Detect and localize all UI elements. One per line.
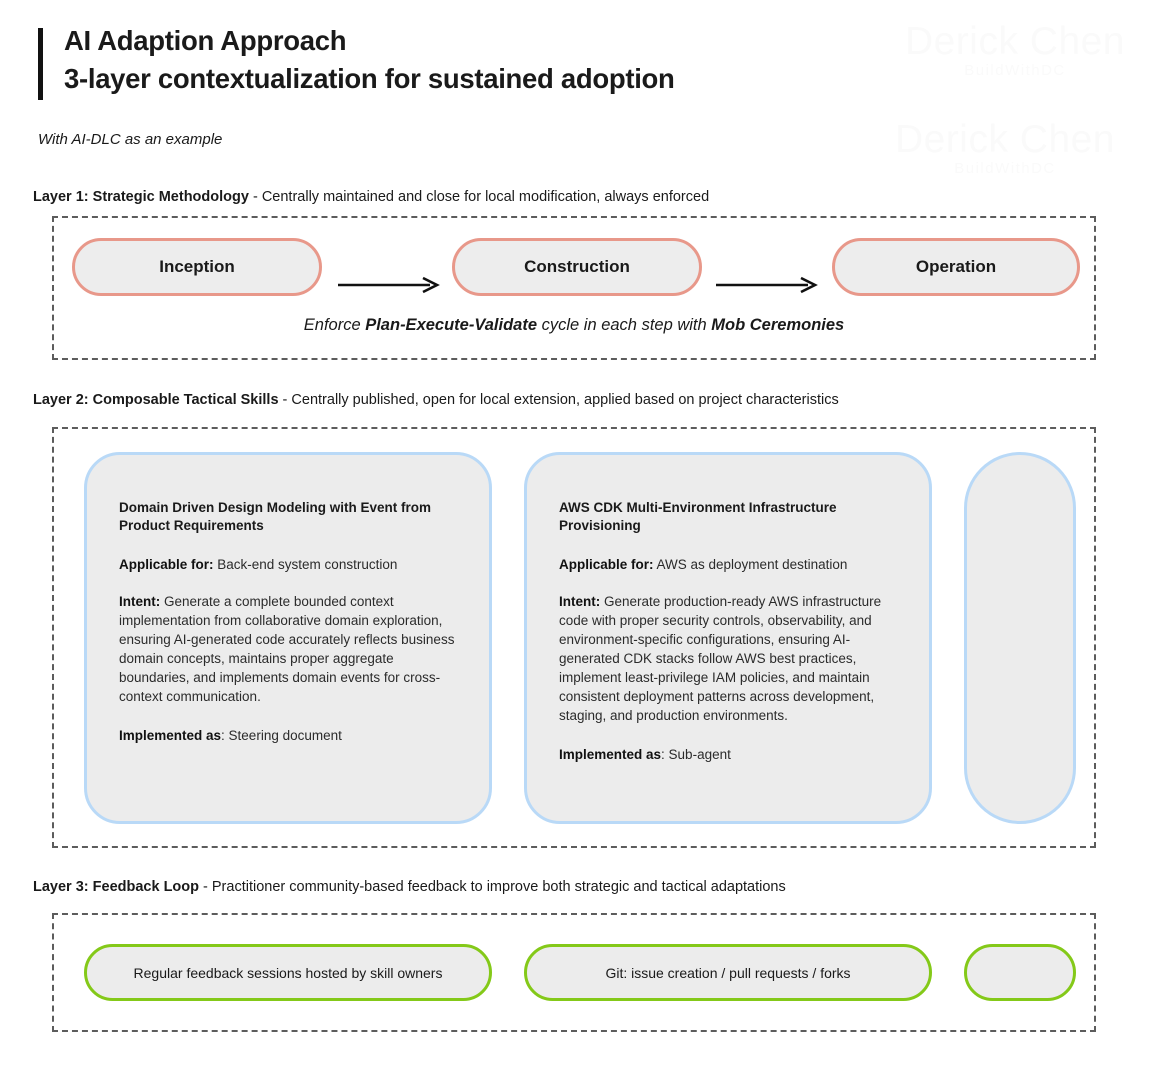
stage-pill-label: Operation [915, 257, 997, 276]
layer-3-header-desc: - Practitioner community-based feedback … [199, 879, 786, 895]
skill-card-applicable-label: Applicable for: [559, 557, 654, 572]
skill-card-intent-value: Generate production-ready AWS infrastruc… [559, 594, 882, 723]
skill-card-applicable: Applicable for: AWS as deployment destin… [559, 555, 903, 574]
skill-card-applicable-value: AWS as deployment destination [653, 557, 848, 572]
skill-card-implemented-value: : Sub-agent [661, 747, 731, 762]
page-header: AI Adaption Approach 3-layer contextuali… [38, 22, 675, 100]
flow-arrow-right-icon [716, 276, 818, 294]
subtitle-note: With AI-DLC as an example [38, 131, 223, 148]
skill-card-implemented-value: : Steering document [221, 728, 342, 743]
skill-card-placeholder[interactable] [964, 452, 1076, 824]
page-title-line-1: AI Adaption Approach [64, 25, 347, 56]
layer-3-header: Layer 3: Feedback Loop - Practitioner co… [33, 879, 786, 895]
layer-1-container [52, 216, 1096, 360]
stage-pill-label: Inception [159, 257, 235, 276]
layer-3-header-label: Layer 3: Feedback Loop [33, 879, 199, 895]
skill-card-implemented: Implemented as: Steering document [119, 726, 463, 745]
header-accent-bar [38, 28, 43, 100]
layer-3-container [52, 913, 1096, 1032]
feedback-pill[interactable]: Git: issue creation / pull requests / fo… [524, 944, 932, 1001]
skill-card-intent: Intent: Generate a complete bounded cont… [119, 592, 463, 706]
layer-2-header-label: Layer 2: Composable Tactical Skills [33, 392, 279, 408]
skill-card-applicable-value: Back-end system construction [213, 557, 398, 572]
layer-1-header-label: Layer 1: Strategic Methodology [33, 189, 249, 205]
skill-card-implemented: Implemented as: Sub-agent [559, 745, 903, 764]
stage-pill-operation[interactable]: Operation [832, 238, 1080, 296]
layer-1-header: Layer 1: Strategic Methodology - Central… [33, 189, 709, 205]
skill-card-intent-value: Generate a complete bounded context impl… [119, 594, 455, 704]
caption-part-1: Enforce [303, 316, 366, 334]
layer-2-header-desc: - Centrally published, open for local ex… [278, 392, 839, 408]
skill-card[interactable]: AWS CDK Multi-Environment Infrastructure… [524, 452, 932, 824]
watermark-top: Derick Chen BuildWithDC [890, 20, 1140, 79]
caption-part-2: cycle in each step with [537, 316, 712, 334]
watermark-second: Derick Chen BuildWithDC [880, 118, 1130, 177]
skill-card[interactable]: Domain Driven Design Modeling with Event… [84, 452, 492, 824]
watermark-name: Derick Chen [894, 118, 1116, 161]
watermark-subtitle: BuildWithDC [964, 61, 1066, 79]
skill-card-intent-label: Intent: [559, 594, 601, 609]
skill-card-intent-label: Intent: [119, 594, 161, 609]
feedback-pill-label: Regular feedback sessions hosted by skil… [133, 964, 443, 981]
layer-2-container [52, 427, 1096, 848]
feedback-pill[interactable]: Regular feedback sessions hosted by skil… [84, 944, 492, 1001]
watermark-subtitle: BuildWithDC [954, 159, 1056, 177]
page-title-line-2: 3-layer contextualization for sustained … [64, 63, 675, 94]
skill-card-intent: Intent: Generate production-ready AWS in… [559, 592, 903, 725]
layer-1-header-desc: - Centrally maintained and close for loc… [248, 189, 710, 205]
skill-card-title: Domain Driven Design Modeling with Event… [119, 500, 432, 533]
layer-1-caption: Enforce Plan-Execute-Validate cycle in e… [52, 316, 1096, 335]
layer-2-header: Layer 2: Composable Tactical Skills - Ce… [33, 392, 839, 408]
stage-pill-label: Construction [524, 257, 630, 276]
skill-card-applicable: Applicable for: Back-end system construc… [119, 555, 463, 574]
skill-card-applicable-label: Applicable for: [119, 557, 214, 572]
caption-bold-plan-execute-validate: Plan-Execute-Validate [365, 316, 538, 334]
flow-arrow-right-icon [338, 276, 440, 294]
skill-card-implemented-label: Implemented as [119, 728, 222, 743]
skill-card-title: AWS CDK Multi-Environment Infrastructure… [559, 500, 837, 533]
watermark-name: Derick Chen [904, 20, 1126, 63]
skill-card-implemented-label: Implemented as [559, 747, 662, 762]
stage-pill-construction[interactable]: Construction [452, 238, 702, 296]
feedback-pill-label: Git: issue creation / pull requests / fo… [605, 964, 851, 981]
page-title: AI Adaption Approach 3-layer contextuali… [64, 22, 675, 98]
feedback-pill-placeholder[interactable] [964, 944, 1076, 1001]
stage-pill-inception[interactable]: Inception [72, 238, 322, 296]
caption-bold-mob-ceremonies: Mob Ceremonies [711, 316, 845, 334]
